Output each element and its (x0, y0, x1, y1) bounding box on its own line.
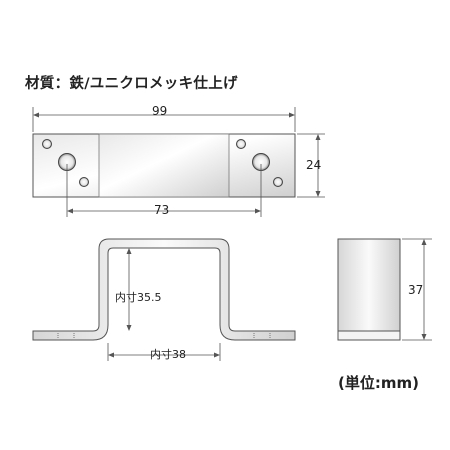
dim-overall-length (32, 107, 296, 132)
dim-inner-height (126, 248, 132, 331)
left-small-hole-bottom (79, 177, 89, 187)
dim-inner-width (107, 343, 221, 361)
right-small-hole-top (236, 139, 246, 149)
top-plate-center-panel (98, 133, 230, 198)
material-label: 材質：鉄/ユニクロメッキ仕上げ (25, 76, 238, 92)
width-label: 24 (306, 158, 322, 172)
side-block-base (337, 330, 401, 341)
left-small-hole-top (42, 139, 52, 149)
dim-hole-pitch (66, 164, 262, 217)
front-view (32, 238, 296, 341)
bracket-profile (32, 238, 296, 341)
dim-width (297, 133, 325, 198)
hole-pitch-label: 73 (154, 203, 170, 217)
right-small-hole-bottom (273, 177, 283, 187)
side-view (337, 238, 401, 341)
inner-width-label: 内寸38 (150, 348, 186, 361)
top-view (32, 133, 296, 198)
inner-height-label: 内寸35.5 (115, 291, 162, 304)
side-block (337, 238, 401, 332)
bend-height-label: 37 (408, 283, 424, 297)
overall-length-label: 99 (152, 104, 168, 118)
dim-bend-height (402, 238, 432, 341)
unit-label: (単位:mm) (338, 374, 419, 392)
